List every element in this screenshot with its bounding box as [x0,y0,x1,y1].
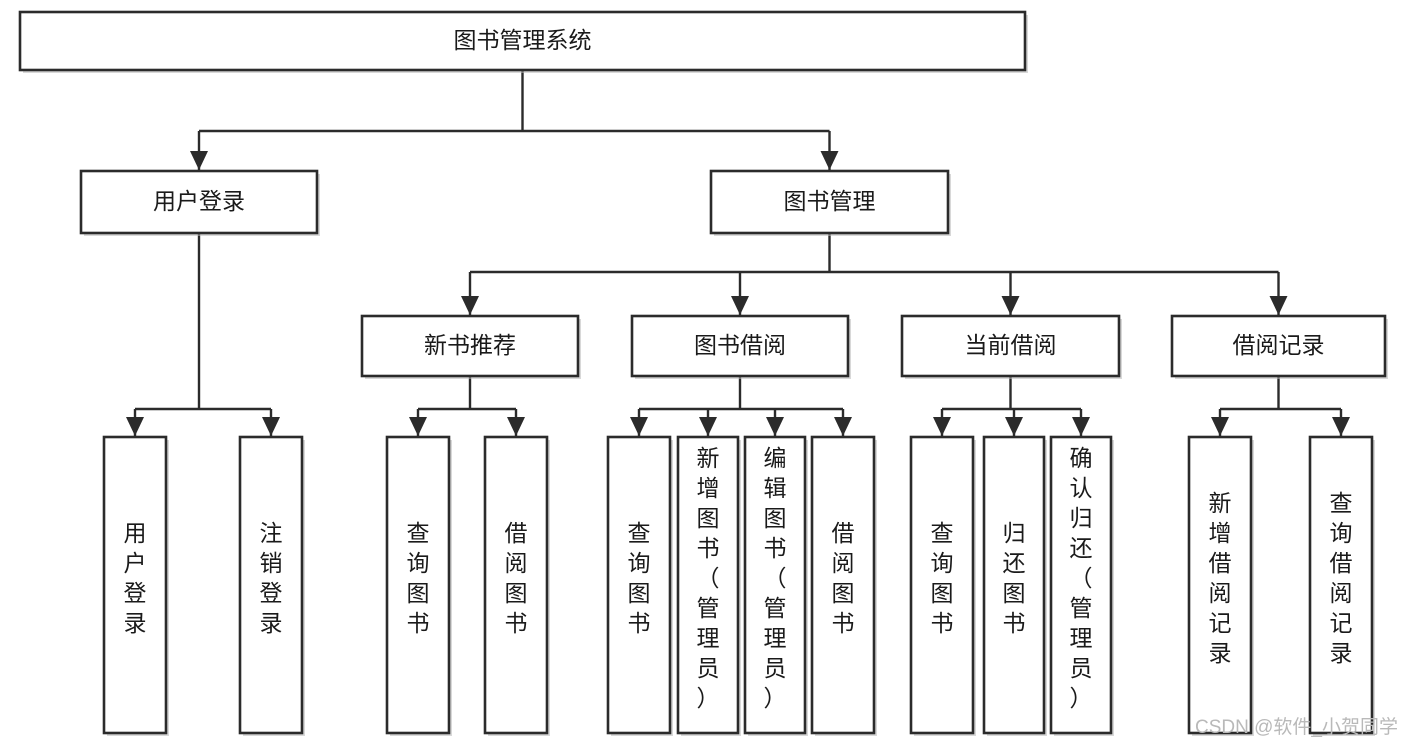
node-label: 确认归还（管理员） [1070,445,1093,711]
node-label: 用户登录 [153,188,245,214]
node-label: 新增图书（管理员） [697,445,720,711]
node-label: 编辑图书（管理员） [764,445,787,711]
node-label: 用户登录 [124,520,147,636]
node-rect[interactable] [18,10,1027,72]
arrow-head [1072,417,1090,436]
node-new-book-recommend[interactable]: 新书推荐 [360,314,581,379]
arrow-head [766,417,784,436]
node-leaf-logout-login[interactable]: 注销登录 [238,435,305,736]
node-book-borrow[interactable]: 图书借阅 [630,314,851,379]
node-user-login[interactable]: 用户登录 [79,169,320,236]
node-leaf-borrow-book-1[interactable]: 借阅图书 [483,435,550,736]
node-label: 注销登录 [260,520,283,636]
arrow-head [1005,417,1023,436]
node-leaf-query-book-2[interactable]: 查询图书 [606,435,673,736]
node-label: 查询图书 [628,520,651,636]
node-book-management[interactable]: 图书管理 [709,169,951,236]
node-label: 图书借阅 [694,332,786,358]
arrow-head [190,151,208,170]
arrow-head [126,417,144,436]
arrow-head [461,296,479,315]
node-root[interactable]: 图书管理系统 [18,10,1028,73]
node-label: 查询借阅记录 [1330,490,1353,666]
arrow-head [409,417,427,436]
node-leaf-query-book-3[interactable]: 查询图书 [909,435,976,736]
node-label: 查询图书 [407,520,430,636]
node-rect[interactable] [982,435,1046,735]
arrow-head [630,417,648,436]
node-leaf-confirm-return[interactable]: 确认归还（管理员） [1049,435,1114,736]
node-rect[interactable] [1170,314,1387,378]
node-rect[interactable] [1308,435,1374,735]
node-label: 当前借阅 [965,332,1057,358]
node-leaf-borrow-book-2[interactable]: 借阅图书 [810,435,877,736]
node-rect[interactable] [1049,435,1113,735]
arrow-head [262,417,280,436]
node-label: 新书推荐 [424,332,516,358]
node-leaf-query-borrow-record[interactable]: 查询借阅记录 [1308,435,1375,736]
node-label: 图书管理系统 [454,27,592,53]
arrow-head [834,417,852,436]
node-rect[interactable] [743,435,807,735]
connector-layer [126,70,1350,436]
node-leaf-user-login[interactable]: 用户登录 [102,435,169,736]
node-layer: 图书管理系统用户登录图书管理新书推荐图书借阅当前借阅借阅记录用户登录注销登录查询… [18,10,1388,736]
node-rect[interactable] [385,435,451,735]
node-leaf-return-book[interactable]: 归还图书 [982,435,1047,736]
node-label: 查询图书 [931,520,954,636]
arrow-head [1269,296,1288,315]
node-rect[interactable] [1187,435,1253,735]
node-label: 图书管理 [784,188,876,214]
node-label: 借阅图书 [832,520,855,636]
arrow-head [699,417,717,436]
arrow-head [933,417,951,436]
node-leaf-add-book[interactable]: 新增图书（管理员） [676,435,741,736]
csdn-watermark: CSDN @软件_小贺同学 [1195,716,1398,738]
node-leaf-query-book-1[interactable]: 查询图书 [385,435,452,736]
node-rect[interactable] [810,435,876,735]
node-rect[interactable] [606,435,672,735]
node-label: 新增借阅记录 [1209,490,1232,666]
node-label: 借阅记录 [1233,332,1325,358]
arrow-head [1332,417,1350,436]
node-leaf-edit-book[interactable]: 编辑图书（管理员） [743,435,808,736]
arrow-head [1211,417,1229,436]
node-rect[interactable] [709,169,950,235]
node-label: 借阅图书 [505,520,528,636]
arrow-head [731,296,749,315]
node-leaf-add-borrow-record[interactable]: 新增借阅记录 [1187,435,1254,736]
node-rect[interactable] [102,435,168,735]
node-rect[interactable] [360,314,580,378]
node-rect[interactable] [630,314,850,378]
arrow-head [820,151,839,170]
node-rect[interactable] [909,435,975,735]
node-rect[interactable] [900,314,1121,378]
node-label: 归还图书 [1003,520,1026,636]
node-current-borrow[interactable]: 当前借阅 [900,314,1122,379]
node-rect[interactable] [79,169,319,235]
arrow-head [1001,296,1020,315]
node-rect[interactable] [676,435,740,735]
node-borrow-record[interactable]: 借阅记录 [1170,314,1388,379]
arrow-head [507,417,525,436]
node-rect[interactable] [238,435,304,735]
node-rect[interactable] [483,435,549,735]
